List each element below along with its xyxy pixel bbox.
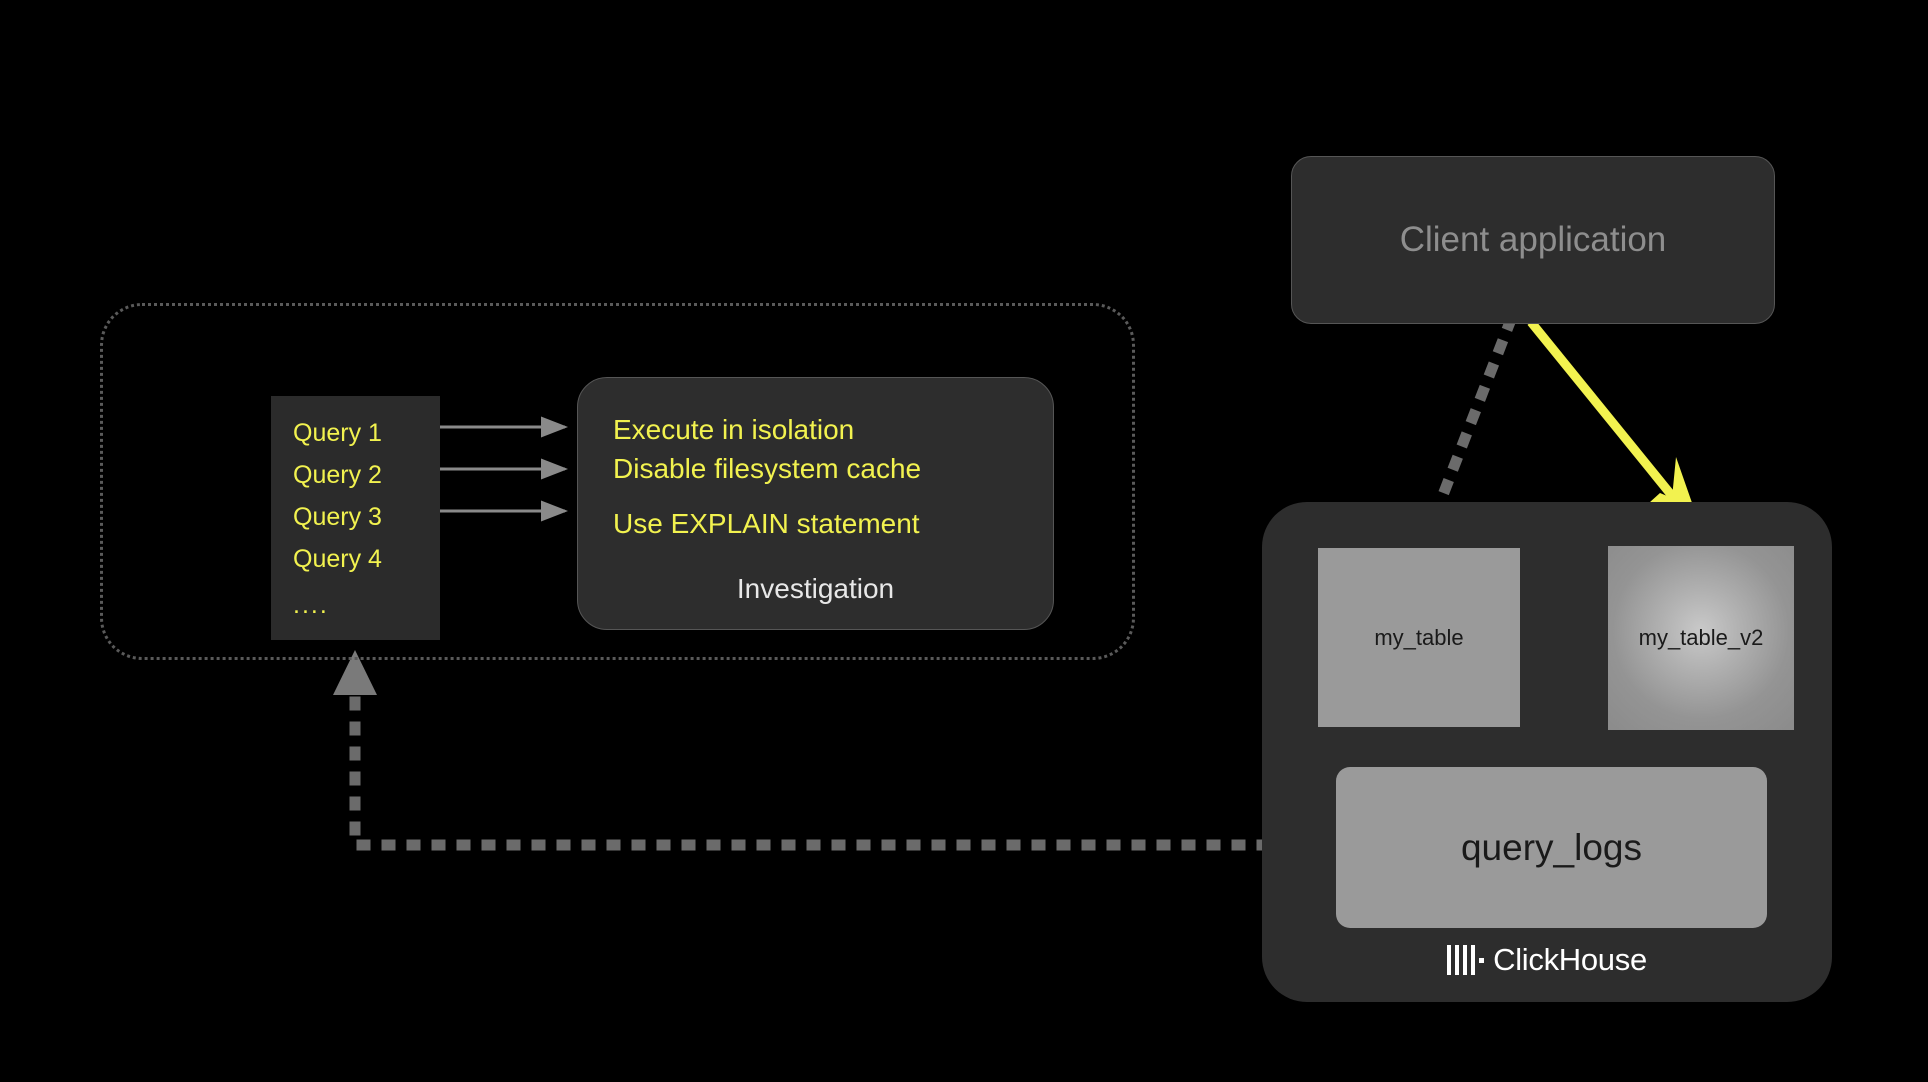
investigation-step: Disable filesystem cache [613,453,922,484]
query-logs-to-queries-connector [333,650,1346,851]
client-application-label: Client application [1399,220,1667,259]
investigation-step: Use EXPLAIN statement [613,508,920,539]
list-item: Query 2 [293,461,382,489]
query-list-panel: Query 1 Query 2 Query 3 Query 4 .... [271,396,440,640]
clickhouse-logo-icon [1447,945,1485,975]
table-box-my-table-v2: my_table_v2 [1608,546,1794,730]
investigation-group-boundary [100,303,1135,660]
table-label: query_logs [1460,826,1642,868]
clickhouse-wordmark: ClickHouse [1493,942,1647,977]
list-item: Query 1 [293,419,382,447]
list-item: Query 4 [293,545,382,573]
list-item-ellipsis: .... [293,591,329,619]
investigation-caption: Investigation [736,573,895,604]
clickhouse-brand: ClickHouse [1262,942,1832,978]
investigation-step: Execute in isolation [613,414,855,445]
client-application-box: Client application [1291,156,1775,324]
table-box-query-logs: query_logs [1336,767,1767,928]
investigation-box: Execute in isolation Disable filesystem … [577,377,1054,630]
clickhouse-panel: my_table my_table_v2 query_logs ClickHou… [1262,502,1832,1002]
table-box-my-table: my_table [1318,548,1520,727]
list-item: Query 3 [293,503,382,531]
table-label: my_table [1374,624,1464,650]
table-label: my_table_v2 [1638,625,1764,650]
